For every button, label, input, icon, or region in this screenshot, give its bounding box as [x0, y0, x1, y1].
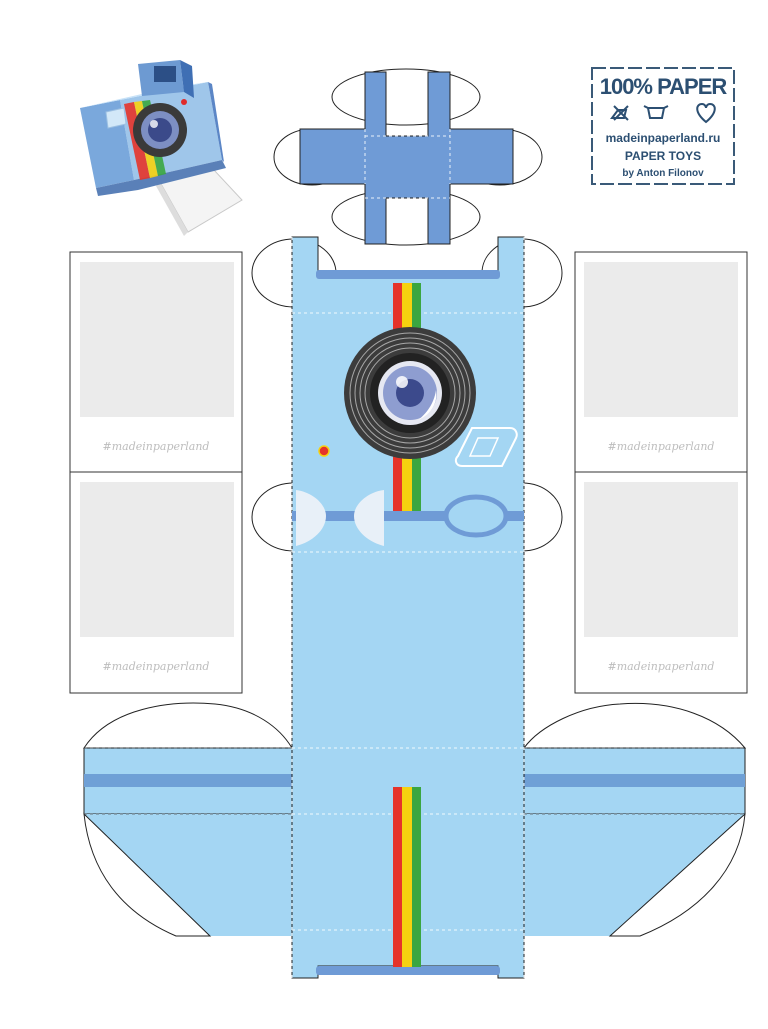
photo-card-image [80, 262, 234, 417]
brand-badge: 100% PAPER madeinpaperland.ru PAPER TOYS… [591, 67, 735, 185]
photo-card-image [584, 262, 738, 417]
heart-icon [696, 102, 716, 124]
photo-card-caption: #madeinpaperland [103, 440, 210, 453]
lens-icon [344, 327, 476, 459]
photo-cards-left: #madeinpaperland #madeinpaperland [69, 251, 243, 694]
care-symbols-icon [610, 105, 669, 121]
photo-card-image [584, 482, 738, 637]
badge-title: 100% PAPER [600, 74, 728, 99]
top-cross-piece [273, 68, 543, 246]
camera-preview-icon [80, 60, 243, 236]
badge-subtitle: PAPER TOYS [625, 149, 701, 163]
badge-site: madeinpaperland.ru [606, 131, 721, 145]
photo-cards-right: #madeinpaperland #madeinpaperland [574, 251, 748, 694]
photo-card-caption: #madeinpaperland [103, 660, 210, 673]
viewfinder-icon [454, 427, 518, 467]
flash-icon [318, 445, 330, 457]
camera-body-strip [251, 236, 563, 979]
badge-author: by Anton Filonov [622, 168, 704, 179]
photo-card-image [80, 482, 234, 637]
photo-card-caption: #madeinpaperland [608, 440, 715, 453]
photo-card-caption: #madeinpaperland [608, 660, 715, 673]
